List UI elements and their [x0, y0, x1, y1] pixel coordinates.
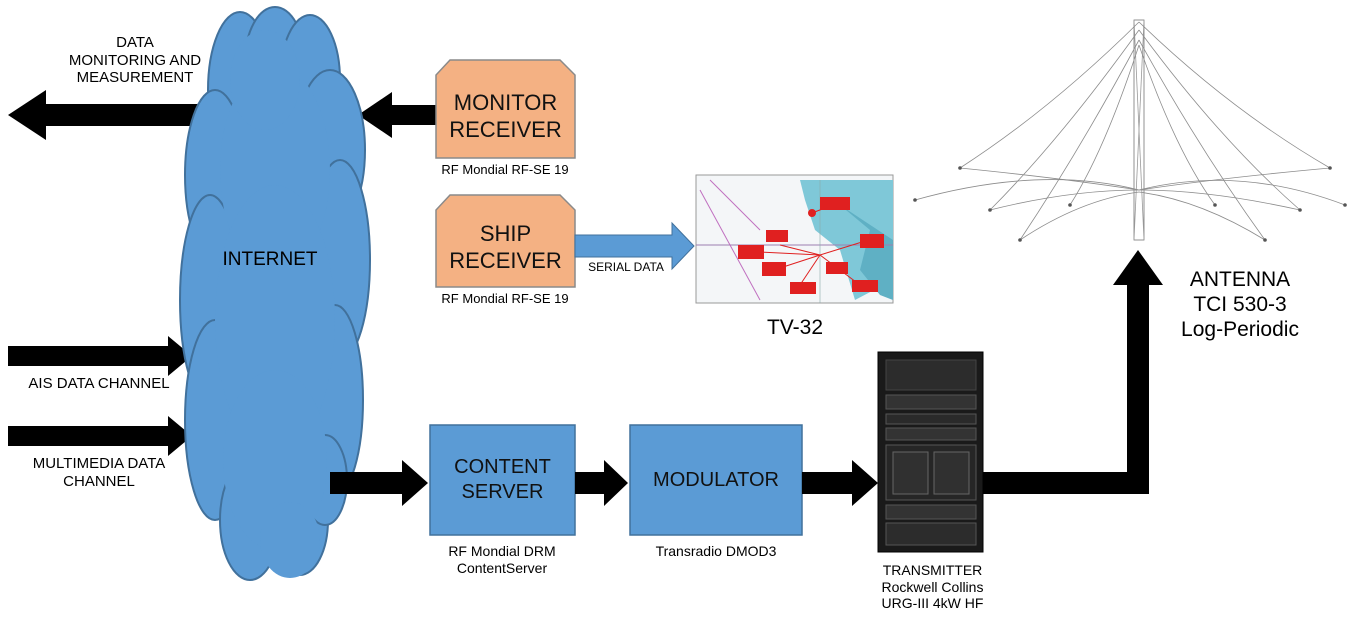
antenna-nodes [913, 166, 1347, 242]
modulator-caption: Transradio DMOD3 [655, 543, 777, 559]
ship-receiver-label: SHIP RECEIVER [449, 220, 562, 274]
chart-map [695, 174, 894, 304]
ship-receiver-caption: RF Mondial RF-SE 19 [441, 291, 569, 306]
internet-to-content-arrow [330, 460, 428, 506]
data-output-arrow [8, 90, 230, 140]
modulator-box [629, 424, 803, 536]
ais-channel-label: AIS DATA CHANNEL [28, 375, 170, 392]
data-monitoring-label: DATA MONITORING AND MEASUREMENT [68, 34, 202, 87]
internet-label: INTERNET [222, 249, 318, 271]
serial-data-arrow [574, 221, 695, 271]
transmitter-rack [877, 351, 984, 553]
map-markers [738, 197, 884, 294]
transmitter-to-antenna-arrow [983, 250, 1163, 494]
transmitter-caption: TRANSMITTER Rockwell Collins URG-III 4kW… [881, 562, 984, 612]
monitor-receiver-caption: RF Mondial RF-SE 19 [441, 162, 569, 177]
ship-receiver-box [435, 194, 576, 288]
modulator-label: MODULATOR [653, 468, 779, 491]
serial-data-label: SERIAL DATA [588, 260, 664, 274]
modulator-to-transmitter-arrow [802, 460, 878, 506]
antenna-caption: ANTENNA TCI 530-3 Log-Periodic [1181, 268, 1299, 341]
multimedia-input-arrow [8, 416, 192, 456]
monitor-receiver-box [435, 59, 576, 159]
monitor-to-internet-arrow [358, 92, 440, 138]
content-to-modulator-arrow [575, 460, 628, 506]
map-caption: TV-32 [766, 316, 824, 339]
monitor-receiver-label: MONITOR RECEIVER [449, 89, 562, 143]
antenna-drawing [914, 19, 1346, 241]
ais-input-arrow [8, 336, 192, 376]
cloud-body [215, 30, 335, 578]
content-server-box [429, 424, 576, 536]
multimedia-channel-label: MULTIMEDIA DATA CHANNEL [32, 455, 166, 490]
content-server-label: CONTENT SERVER [454, 456, 551, 503]
content-server-caption: RF Mondial DRM ContentServer [448, 543, 556, 576]
